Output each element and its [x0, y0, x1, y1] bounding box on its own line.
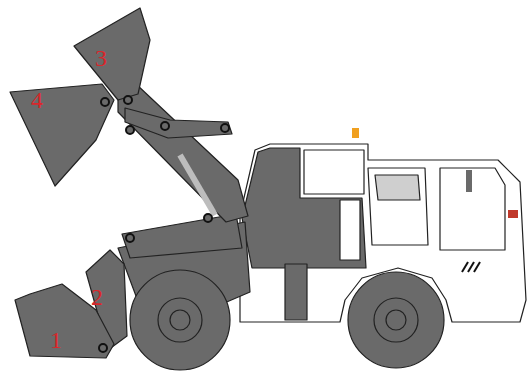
callout-number: 1 — [50, 328, 62, 352]
callout-number: 2 — [91, 285, 103, 309]
callout-number: 3 — [95, 46, 107, 70]
callout-number: 4 — [31, 88, 43, 112]
